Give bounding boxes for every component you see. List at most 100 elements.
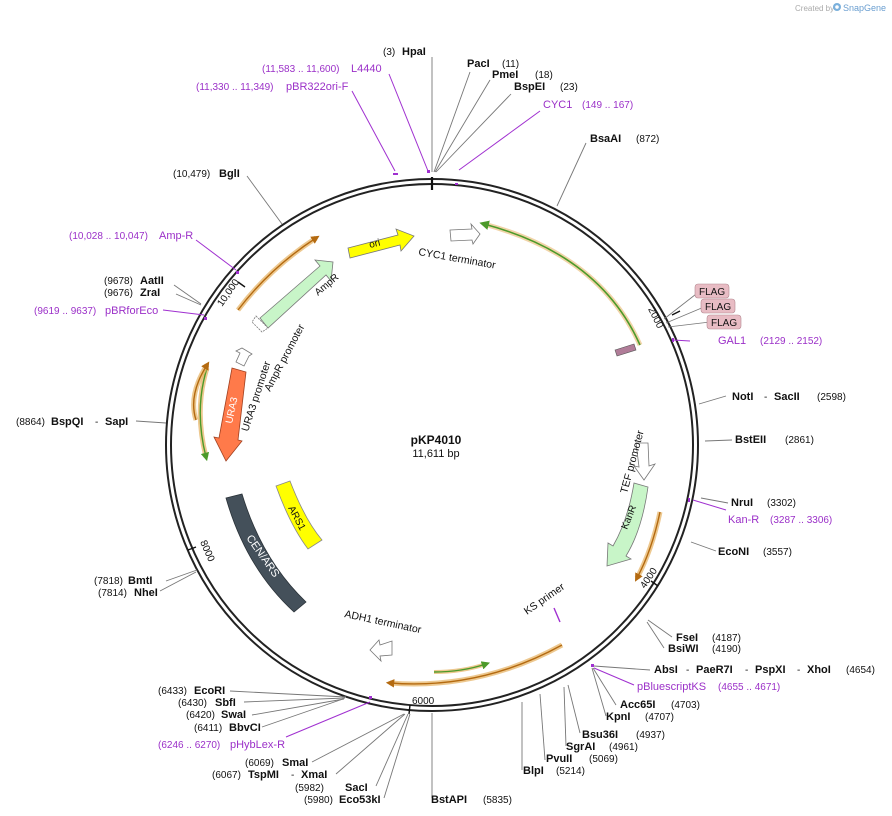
ecori-pos: (6433) [158, 686, 187, 697]
hpai-pos: (3) [383, 47, 395, 58]
kpni-label[interactable]: KpnI [606, 711, 630, 723]
kanr-primer-label[interactable]: Kan-R [728, 514, 759, 526]
cenars-feature[interactable] [225, 493, 307, 613]
gal1-primer-label[interactable]: GAL1 [718, 335, 746, 347]
absi-pos: (4654) [846, 665, 875, 676]
orf-ampr-arrow [237, 235, 320, 311]
enzyme-labels: (3) HpaI PacI (11) PmeI (18) BspEI (23) … [16, 46, 875, 806]
flag-tags-cluster[interactable] [614, 343, 637, 357]
flag-2[interactable]: FLAG [700, 298, 736, 314]
paci-label[interactable]: PacI [467, 58, 490, 70]
bstapi-pos: (5835) [483, 795, 512, 806]
gal1-primer-range: (2129 .. 2152) [760, 336, 822, 347]
saci-label[interactable]: SacI [345, 782, 368, 794]
ampr-promoter-label: AmpR promoter [262, 322, 308, 394]
flag-2-label: FLAG [705, 302, 731, 313]
bsiwi-label[interactable]: BsiWI [668, 643, 699, 655]
nhei-label[interactable]: NheI [134, 587, 158, 599]
snapgene-brand: SnapGene [843, 3, 886, 13]
aatii-label[interactable]: AatII [140, 275, 164, 287]
econi-label[interactable]: EcoNI [718, 546, 749, 558]
primer-labels: (11,583 .. 11,600) L4440 (11,330 .. 11,3… [34, 63, 832, 751]
xmai-label[interactable]: XmaI [301, 769, 327, 781]
ura3-promoter-feature[interactable] [235, 347, 253, 367]
ks-primer-label: KS primer [522, 581, 568, 618]
cyc1-terminator-feature[interactable] [449, 222, 481, 245]
orf-bottom-rev-arrow [385, 644, 563, 688]
nrui-label[interactable]: NruI [731, 497, 753, 509]
noti-pos: (2598) [817, 392, 846, 403]
blpi-label[interactable]: BlpI [523, 765, 544, 777]
cyc1-primer-range: (149 .. 167) [582, 100, 633, 111]
ura3-feature[interactable] [213, 367, 247, 462]
ori-feature[interactable] [347, 228, 415, 259]
bsteii-pos: (2861) [785, 435, 814, 446]
bgli-label[interactable]: BglI [219, 168, 240, 180]
pbluescriptks-range: (4655 .. 4671) [718, 682, 780, 693]
adh1-terminator-feature[interactable] [369, 639, 393, 663]
pmei-label[interactable]: PmeI [492, 69, 518, 81]
ampr-promoter-feature[interactable] [251, 315, 269, 333]
adh1-terminator-label: ADH1 terminator [343, 608, 422, 636]
tef-promoter-feature[interactable] [633, 442, 657, 481]
noti-label[interactable]: NotI [732, 391, 753, 403]
sbfi-label[interactable]: SbfI [215, 697, 236, 709]
svg-text:-: - [291, 770, 294, 781]
l4440-range: (11,583 .. 11,600) [262, 64, 339, 75]
sgrai-label[interactable]: SgrAI [566, 741, 595, 753]
l4440-label[interactable]: L4440 [351, 63, 382, 75]
snapgene-logo-icon [833, 3, 841, 11]
flag-1-label: FLAG [699, 287, 725, 298]
bsu36i-label[interactable]: Bsu36I [582, 729, 618, 741]
bspei-label[interactable]: BspEI [514, 81, 545, 93]
flag-3[interactable]: FLAG [706, 314, 742, 330]
absi-label[interactable]: AbsI [654, 664, 678, 676]
bgli-pos: (10,479) [173, 169, 210, 180]
sgrai-pos: (4961) [609, 742, 638, 753]
zrai-pos: (9676) [104, 288, 133, 299]
nhei-pos: (7814) [98, 588, 127, 599]
ampr-feature[interactable] [259, 259, 334, 329]
flag-3-label: FLAG [711, 318, 737, 329]
bstapi-label[interactable]: BstAPI [431, 794, 467, 806]
pvuii-label[interactable]: PvuII [546, 753, 572, 765]
pspxi-label[interactable]: PspXI [755, 664, 786, 676]
bspqi-label[interactable]: BspQI [51, 416, 83, 428]
pbluescriptks-label[interactable]: pBluescriptKS [637, 681, 706, 693]
bsaai-label[interactable]: BsaAI [590, 133, 621, 145]
sacii-label[interactable]: SacII [774, 391, 800, 403]
ori-label: ori [368, 238, 381, 251]
hpai-label[interactable]: HpaI [402, 46, 426, 58]
xhoi-label[interactable]: XhoI [807, 664, 831, 676]
ampr-primer-label[interactable]: Amp-R [159, 230, 193, 242]
tick-2000: 2000 [645, 305, 665, 330]
pbrforeco-label[interactable]: pBRforEco [105, 305, 158, 317]
bbvci-pos: (6411) [194, 723, 222, 734]
zrai-label[interactable]: ZraI [140, 287, 160, 299]
blpi-pos: (5214) [556, 766, 585, 777]
svg-text:-: - [797, 665, 800, 676]
pvuii-pos: (5069) [589, 754, 618, 765]
tspmi-pos: (6067) [212, 770, 241, 781]
bmti-label[interactable]: BmtI [128, 575, 152, 587]
paer7i-label[interactable]: PaeR7I [696, 664, 733, 676]
swai-label[interactable]: SwaI [221, 709, 246, 721]
flag-1[interactable]: FLAG [694, 283, 730, 299]
ars1-feature[interactable] [275, 480, 323, 550]
phyblexr-label[interactable]: pHybLex-R [230, 739, 285, 751]
bbvci-label[interactable]: BbvCI [229, 722, 261, 734]
sapi-label[interactable]: SapI [105, 416, 128, 428]
pbr322orif-label[interactable]: pBR322ori-F [286, 81, 349, 93]
pbrforeco-range: (9619 .. 9637) [34, 306, 96, 317]
acc65i-label[interactable]: Acc65I [620, 699, 655, 711]
swai-pos: (6420) [186, 710, 215, 721]
ecori-label[interactable]: EcoRI [194, 685, 225, 697]
bsteii-label[interactable]: BstEII [735, 434, 766, 446]
smai-label[interactable]: SmaI [282, 757, 308, 769]
fsei-label[interactable]: FseI [676, 632, 698, 644]
tspmi-label[interactable]: TspMI [248, 769, 279, 781]
kanr-feature[interactable] [606, 482, 649, 567]
eco53ki-label[interactable]: Eco53kI [339, 794, 381, 806]
svg-text:-: - [745, 665, 748, 676]
cyc1-primer-label[interactable]: CYC1 [543, 99, 572, 111]
